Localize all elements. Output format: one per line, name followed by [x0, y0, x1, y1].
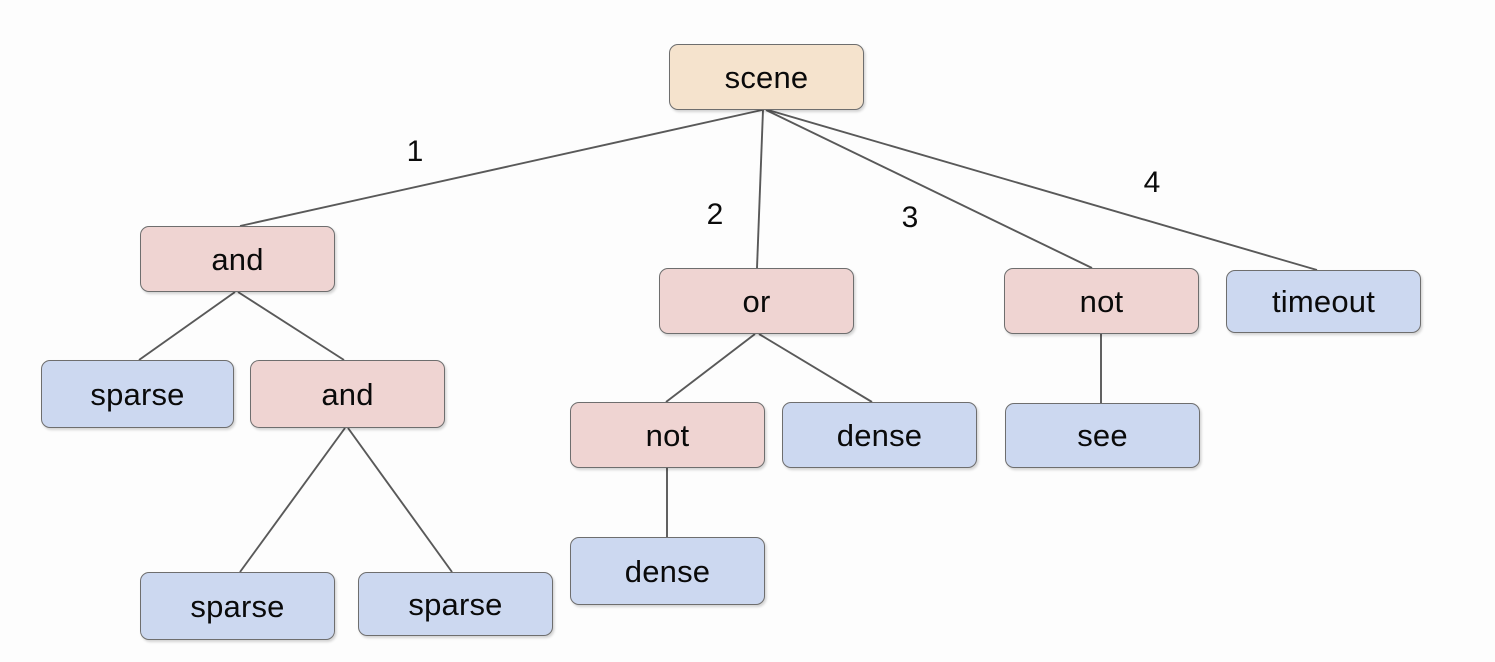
tree-node-dense1[interactable]: dense — [782, 402, 977, 468]
tree-node-sparse1[interactable]: sparse — [41, 360, 234, 428]
tree-edge — [756, 109, 764, 269]
edge-label-4: 4 — [1143, 166, 1161, 199]
tree-node-and1[interactable]: and — [140, 226, 335, 292]
tree-edge — [758, 333, 873, 403]
tree-edge — [347, 427, 453, 573]
tree-edge — [665, 333, 756, 403]
tree-node-dense2[interactable]: dense — [570, 537, 765, 605]
edge-label-2: 2 — [706, 198, 724, 231]
tree-node-sparse3[interactable]: sparse — [358, 572, 553, 636]
tree-node-see1[interactable]: see — [1005, 403, 1200, 468]
tree-node-or1[interactable]: or — [659, 268, 854, 334]
tree-node-not2[interactable]: not — [570, 402, 765, 468]
tree-node-scene[interactable]: scene — [669, 44, 864, 110]
edge-label-1: 1 — [406, 135, 424, 168]
tree-node-and2[interactable]: and — [250, 360, 445, 428]
tree-edge — [767, 109, 1318, 271]
tree-edge — [138, 291, 236, 361]
tree-edge — [237, 291, 345, 361]
tree-edge — [239, 109, 763, 227]
tree-edge — [765, 109, 1093, 269]
tree-node-not1[interactable]: not — [1004, 268, 1199, 334]
tree-node-timeout1[interactable]: timeout — [1226, 270, 1421, 333]
tree-node-sparse2[interactable]: sparse — [140, 572, 335, 640]
tree-edge — [239, 427, 346, 573]
edge-label-3: 3 — [901, 201, 919, 234]
